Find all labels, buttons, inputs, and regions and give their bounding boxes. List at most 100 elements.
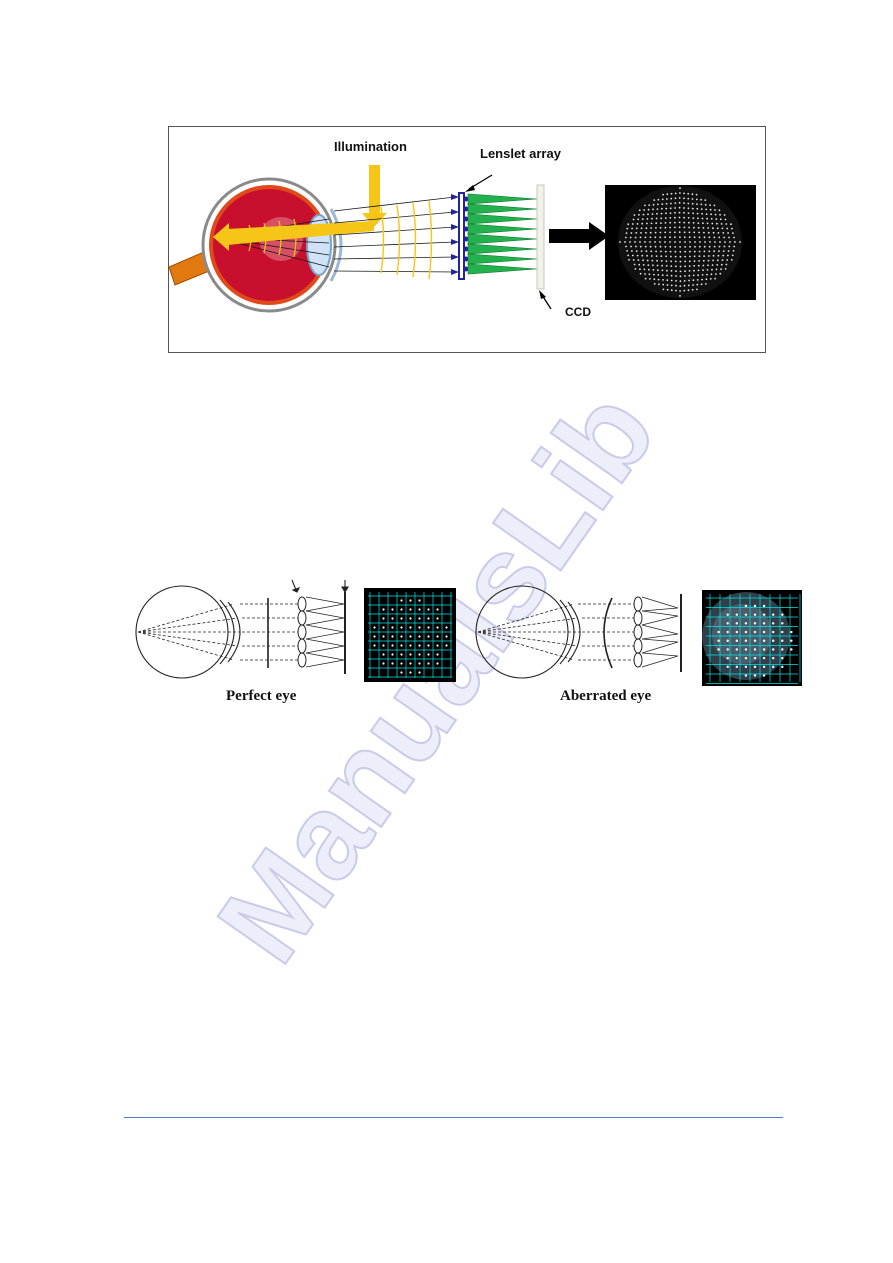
spot (639, 241, 641, 243)
spot (382, 617, 385, 620)
spot (373, 626, 376, 629)
spot (661, 264, 663, 267)
lenslet-array (458, 192, 465, 280)
spot (678, 206, 681, 209)
spot (684, 270, 686, 273)
spot (639, 268, 641, 271)
spot (436, 635, 439, 638)
spot (418, 626, 421, 629)
spot (692, 274, 695, 277)
spot (445, 626, 448, 629)
spot (654, 231, 657, 234)
spot (698, 260, 700, 262)
spot (762, 622, 766, 625)
spot (674, 197, 677, 200)
spot (698, 245, 701, 248)
spot (772, 648, 775, 651)
spot (722, 250, 725, 252)
ccd-label: CCD (565, 305, 591, 319)
spot (721, 227, 724, 230)
spot (679, 265, 682, 268)
spot (409, 653, 412, 656)
spot (710, 213, 712, 216)
spot (687, 207, 690, 210)
spot (697, 222, 700, 224)
spot (731, 227, 733, 230)
spot (762, 613, 766, 616)
spot (703, 245, 706, 248)
spot (781, 665, 784, 669)
spot (634, 236, 637, 239)
spot (427, 653, 430, 656)
spot (391, 617, 394, 620)
spot (658, 283, 660, 286)
spot (674, 241, 676, 243)
spot (675, 270, 677, 273)
spot (670, 270, 673, 272)
spot (717, 639, 720, 642)
spot (717, 630, 720, 634)
spot (391, 626, 394, 629)
spot (625, 245, 627, 248)
perfect-eye-schematic (135, 579, 349, 679)
spot (688, 260, 691, 263)
spot (700, 198, 702, 201)
spot (670, 260, 672, 263)
spot (631, 254, 634, 257)
spot (715, 273, 717, 275)
spot (665, 212, 667, 215)
spot (708, 245, 711, 248)
spot (648, 268, 650, 271)
spot (418, 599, 421, 602)
spot (683, 289, 686, 292)
spot (631, 223, 634, 225)
spot (723, 245, 726, 248)
spot (683, 207, 685, 209)
spot (694, 245, 696, 248)
spot (650, 227, 652, 229)
spot (684, 246, 686, 248)
spot (669, 250, 672, 253)
spot (655, 217, 658, 220)
spot (693, 269, 695, 272)
spot (648, 204, 651, 206)
spot (762, 630, 766, 634)
spot (644, 273, 646, 275)
spot (716, 259, 719, 262)
spot (688, 221, 690, 224)
spot (647, 264, 650, 266)
spot (726, 648, 729, 651)
spot (630, 232, 633, 234)
spot (665, 260, 668, 262)
spot (427, 644, 430, 647)
spot (735, 639, 738, 642)
spot (683, 197, 685, 200)
spot (720, 263, 723, 266)
spot (670, 265, 673, 267)
spot (688, 274, 691, 277)
spot (694, 241, 696, 243)
spot (679, 270, 682, 273)
spot (645, 231, 647, 234)
spot (632, 259, 635, 261)
spot (635, 250, 638, 252)
spot (790, 648, 793, 651)
spot (713, 250, 715, 253)
spot (657, 203, 659, 206)
spot (726, 622, 729, 625)
spot (641, 218, 644, 220)
spot (666, 284, 669, 286)
spot (715, 268, 718, 271)
spot (427, 608, 430, 611)
spot (645, 250, 648, 253)
spot (655, 227, 657, 229)
spot (669, 221, 672, 224)
spot (629, 236, 632, 239)
spot (654, 236, 657, 239)
spot (762, 604, 766, 608)
spot (710, 218, 713, 220)
spot (683, 231, 686, 234)
spot (670, 289, 673, 292)
spot (674, 221, 676, 224)
spot (679, 192, 681, 194)
